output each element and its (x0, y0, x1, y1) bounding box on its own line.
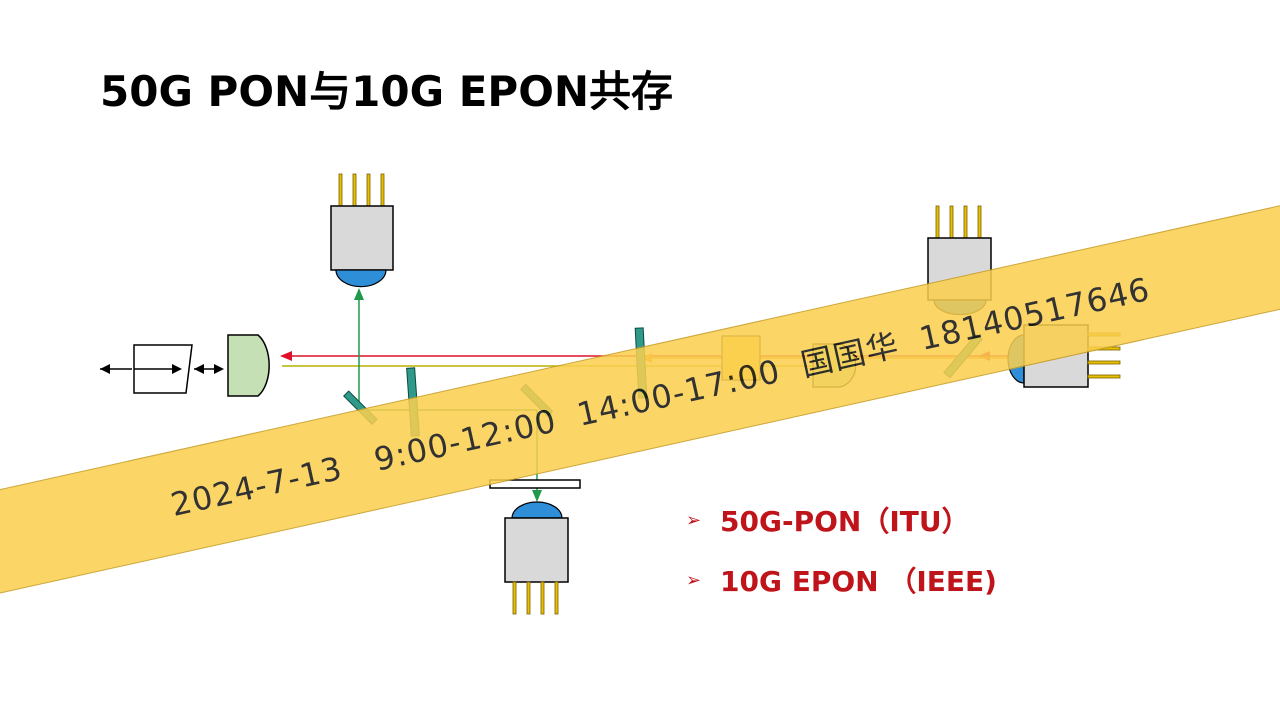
bullet-list: ➢ 50G-PON（ITU） ➢ 10G EPON （IEEE) (686, 490, 997, 610)
beam-green-up-arrowhead (354, 288, 364, 300)
arrow-bullet-icon: ➢ (686, 509, 702, 531)
fiber-connector (100, 344, 224, 394)
bullet-label: 10G EPON （IEEE) (720, 565, 997, 598)
bullet-item-50g-pon: ➢ 50G-PON（ITU） (686, 490, 997, 550)
page-title: 50G PON与10G EPON共存 (100, 67, 674, 116)
beam-green-down-arrowhead (532, 490, 542, 502)
bullet-item-10g-epon: ➢ 10G EPON （IEEE) (686, 550, 997, 610)
bullet-label: 50G-PON（ITU） (720, 505, 970, 538)
top-to-can-module (330, 173, 394, 288)
bottom-lens (511, 501, 563, 519)
beam-red-arrowhead-left (280, 351, 292, 361)
top-lens (335, 269, 387, 288)
left-receiver (227, 334, 270, 397)
arrow-bullet-icon: ➢ (686, 569, 702, 591)
bottom-to-can-module (489, 479, 581, 615)
fiber-arrowhead-left (100, 364, 110, 374)
